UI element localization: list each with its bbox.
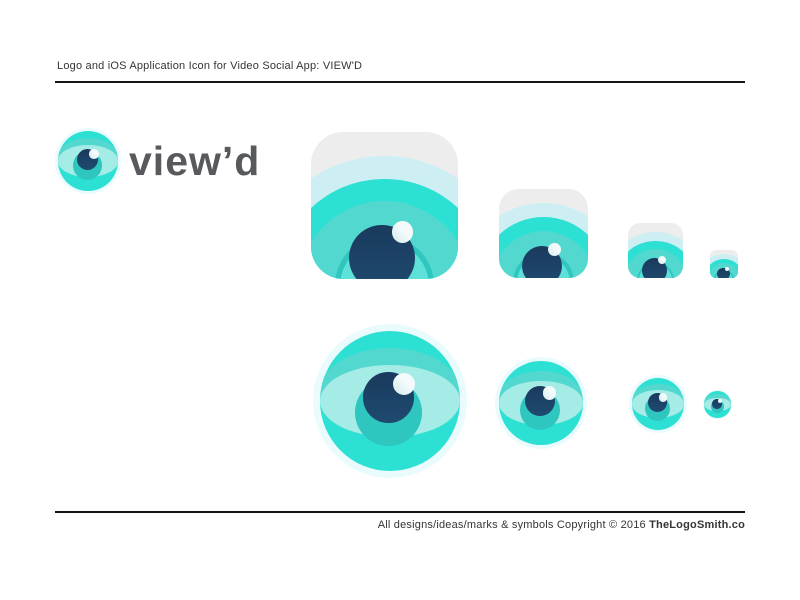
app-icon-sm xyxy=(710,250,738,278)
eye-iris xyxy=(57,130,119,192)
app-icon-xl xyxy=(311,132,458,279)
eye-highlight xyxy=(718,399,723,404)
eye-pupil xyxy=(717,267,730,278)
eye-iris xyxy=(704,391,731,418)
viewd-eye-logo-icon xyxy=(55,128,121,194)
eye-iris xyxy=(319,330,461,472)
eye-highlight xyxy=(659,393,668,402)
app-icon-lg xyxy=(499,189,588,278)
page-title: Logo and iOS Application Icon for Video … xyxy=(57,60,363,72)
footer-text: All designs/ideas/marks & symbols Copyri… xyxy=(377,519,650,531)
eye-highlight xyxy=(542,386,557,400)
eye-highlight xyxy=(392,372,416,396)
eye-pupil xyxy=(712,399,722,409)
eye-highlight xyxy=(89,148,99,159)
eye-highlight xyxy=(658,256,667,265)
eye-mark-lg xyxy=(495,357,587,449)
eye-mark-sm xyxy=(703,390,732,419)
top-divider xyxy=(55,81,745,83)
footer-brand: TheLogoSmith.co xyxy=(649,519,745,531)
eye-highlight xyxy=(725,267,730,272)
logo-wordmark: view’d xyxy=(129,138,261,184)
eye-mark-md xyxy=(629,375,687,433)
eye-highlight xyxy=(547,243,561,256)
eye-highlight xyxy=(391,221,413,243)
app-icon-md xyxy=(628,223,683,278)
footer-credit: All designs/ideas/marks & symbols Copyri… xyxy=(378,519,745,531)
eye-mark-xl xyxy=(313,324,467,478)
bottom-divider xyxy=(55,511,745,513)
eye-iris xyxy=(499,361,583,445)
eye-iris xyxy=(631,377,685,431)
